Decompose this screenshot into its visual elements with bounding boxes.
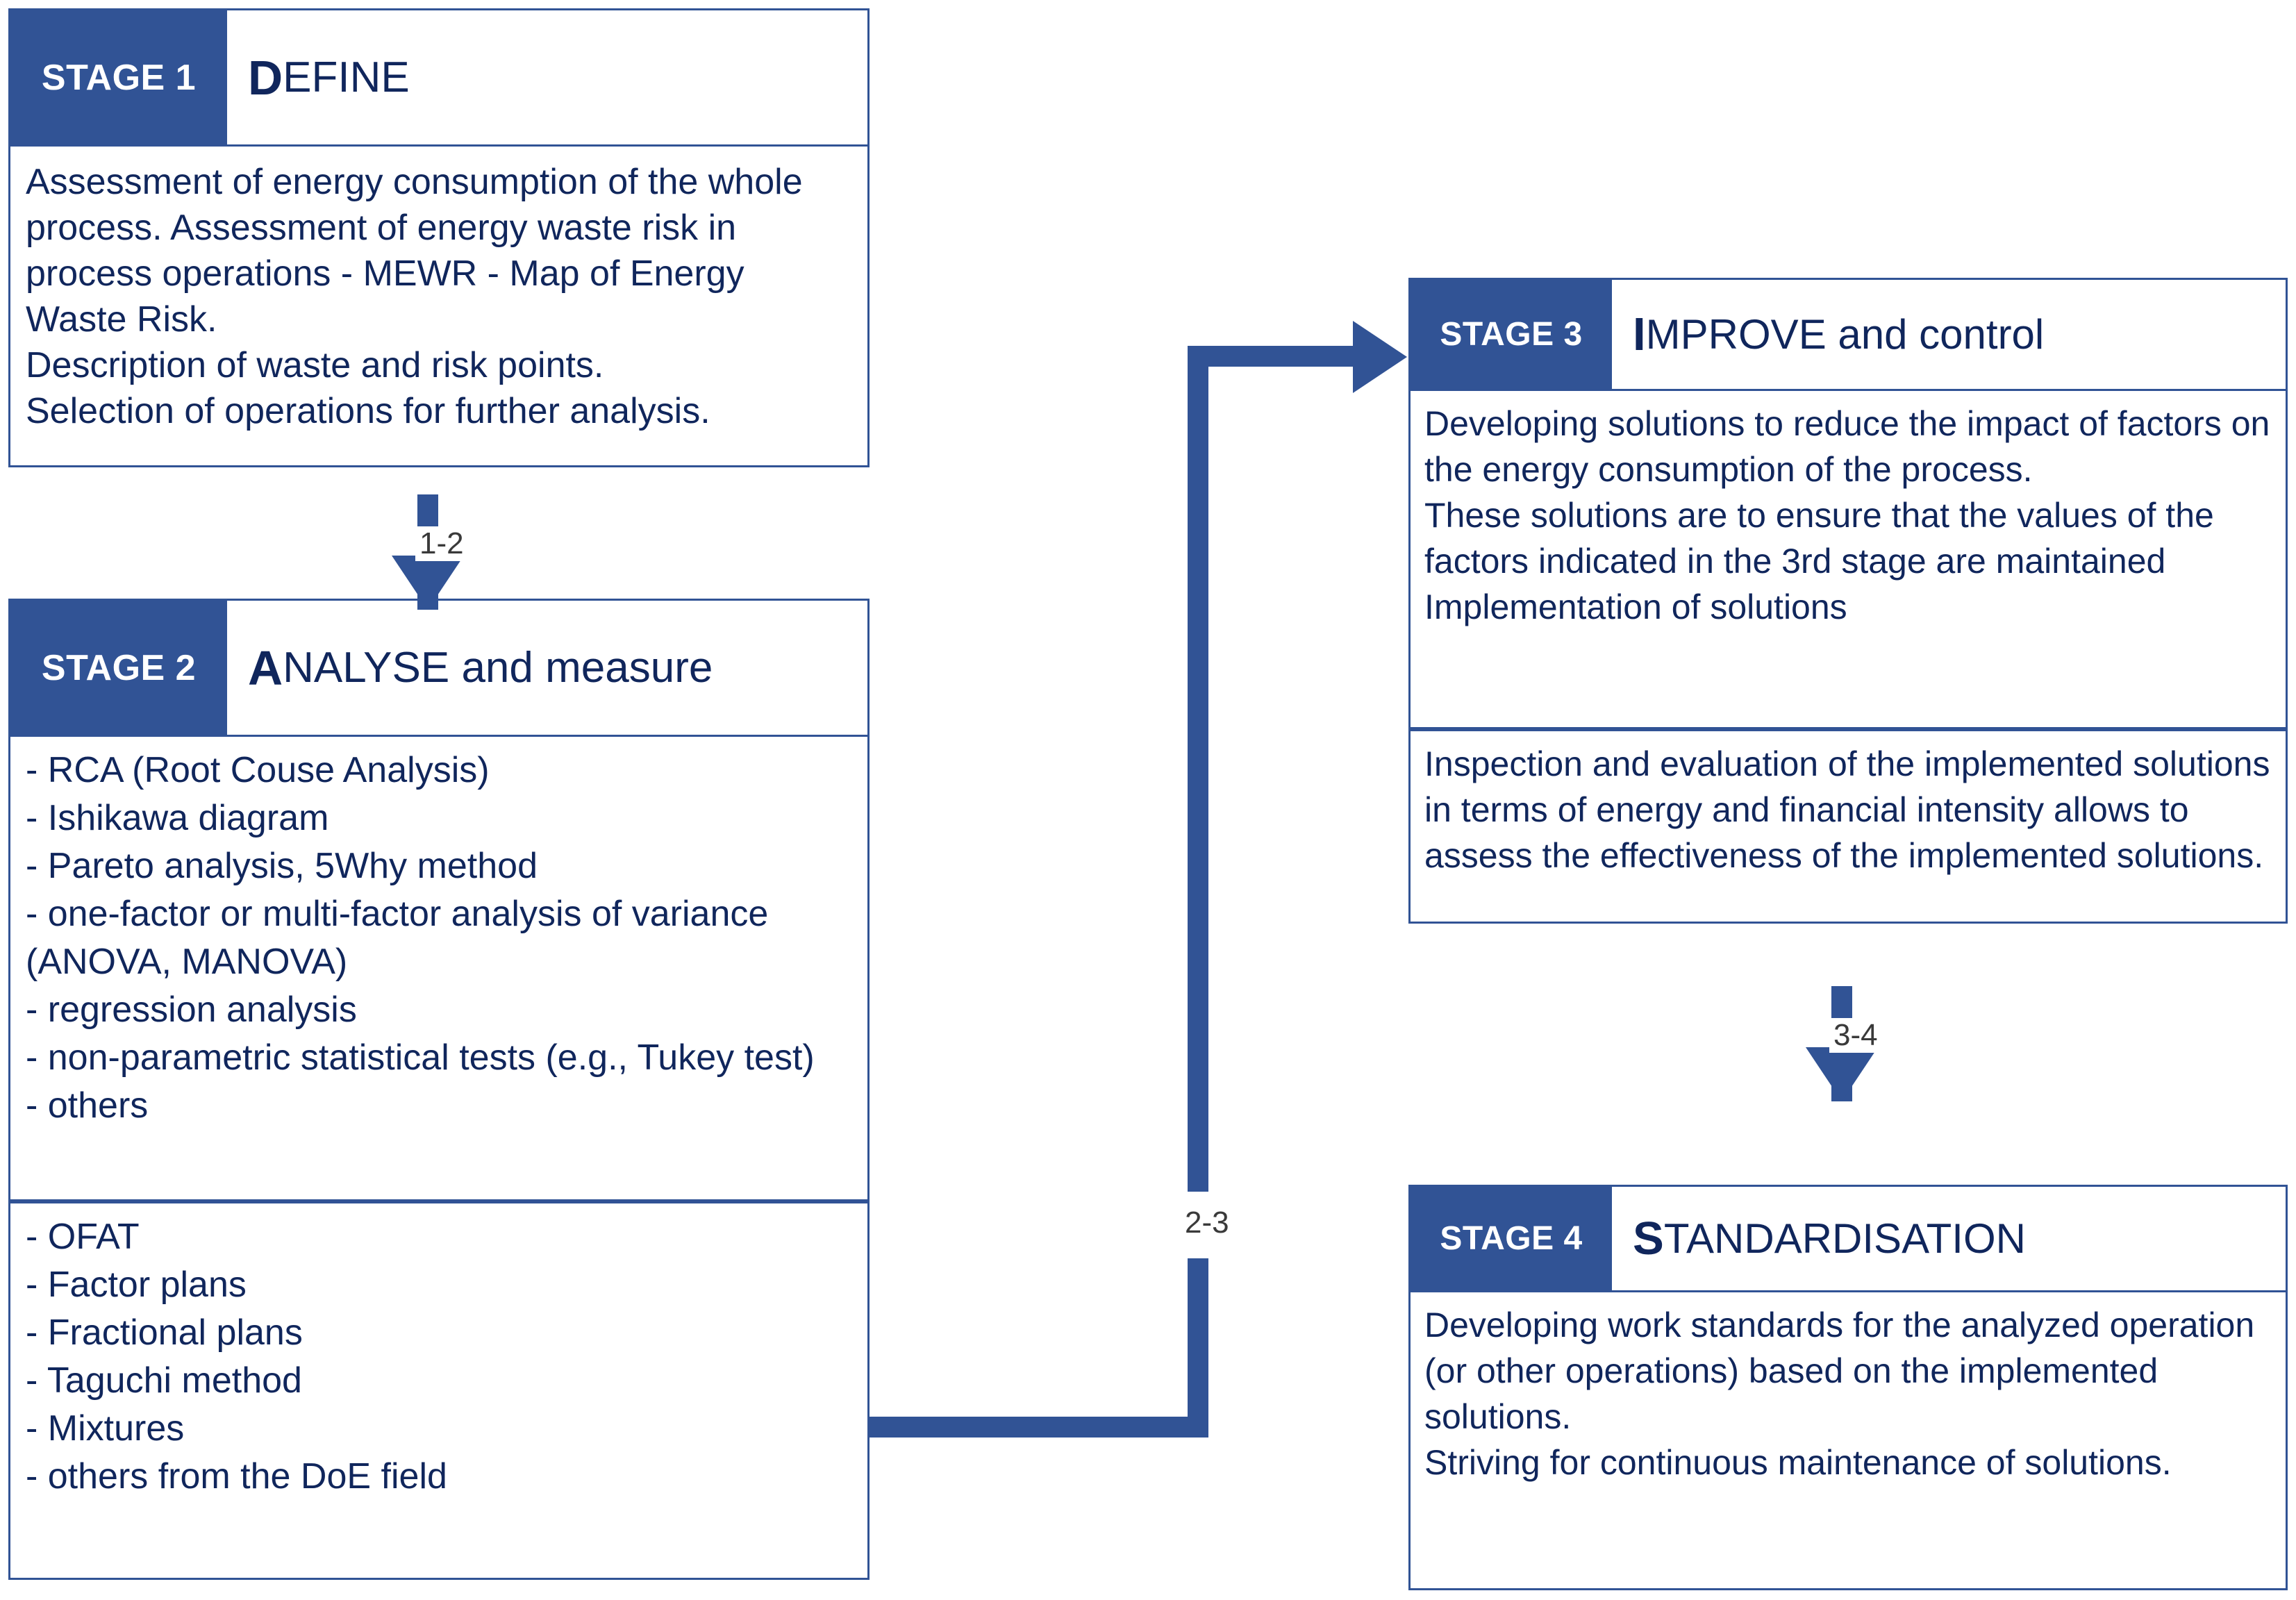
arrow-down-icon [392,556,464,610]
stage-4-tag: STAGE 4 [1411,1187,1612,1290]
stage-3-body-solutions: Developing solutions to reduce the impac… [1408,389,2288,729]
arrow-down-icon [1806,1047,1878,1101]
stage-3-tag: STAGE 3 [1411,280,1612,389]
connector-2-3-shaft-top-horizontal [1188,346,1353,367]
stage-1-title-lead: D [248,50,283,105]
stage-4-title-lead: S [1633,1212,1664,1265]
connector-1-2-label: 1-2 [415,526,468,561]
stage-2-tag: STAGE 2 [10,601,227,735]
connector-2-3-label: 2-3 [1181,1206,1233,1240]
connector-2-3-shaft-bottom-horizontal [870,1417,1208,1438]
stage-1-body: Assessment of energy consumption of the … [8,144,870,467]
stage-3-body-inspection: Inspection and evaluation of the impleme… [1408,729,2288,924]
stage-3-title-lead: I [1633,308,1646,360]
stage-4-body: Developing work standards for the analyz… [1408,1290,2288,1590]
stage-1-title-rest: EFINE [283,53,410,101]
connector-2-3-shaft-upper [1188,346,1208,1192]
stage-4-title-rest: TANDARDISATION [1663,1215,2026,1262]
stage-2-title-lead: A [248,640,283,695]
connector-3-4-label: 3-4 [1829,1018,1882,1053]
stage-3-title-rest: MPROVE and control [1645,311,2045,358]
arrow-right-icon [1353,321,1407,393]
stage-2-title-rest: NALYSE and measure [283,644,713,692]
stage-2-body-doe: - OFAT - Factor plans - Fractional plans… [8,1201,870,1580]
stage-1-tag: STAGE 1 [10,10,227,144]
connector-2-3-shaft-lower [1188,1258,1208,1438]
stage-2-body-methods: - RCA (Root Couse Analysis) - Ishikawa d… [8,735,870,1201]
